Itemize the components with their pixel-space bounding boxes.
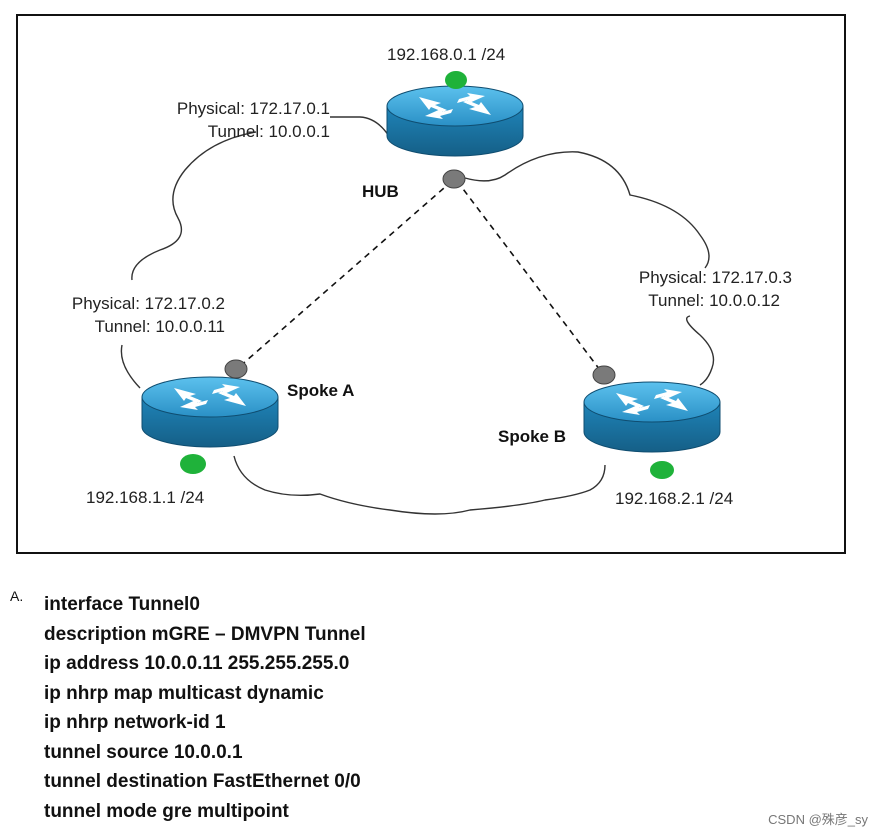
spoke-a-lan-dot [180,454,206,474]
config-line: tunnel destination FastEthernet 0/0 [44,771,361,792]
tunnel-links [237,180,604,375]
spoke-a-name-label: Spoke A [287,381,355,400]
watermark: CSDN @殊彦_sy [768,812,868,827]
config-line: tunnel source 10.0.0.1 [44,741,243,763]
config-line: description mGRE – DMVPN Tunnel [44,623,366,645]
spoke-a-tunnel-label: Tunnel: 10.0.0.11 [94,317,225,336]
spoke-b-tunnel-label: Tunnel: 10.0.0.12 [648,291,780,310]
spoke-a-physical-label: Physical: 172.17.0.2 [71,294,225,313]
config-line: ip nhrp map multicast dynamic [44,682,324,704]
hub-tunnel-dot [442,169,466,189]
spoke-a-tunnel-dot [224,359,248,379]
hub-tunnel-label: Tunnel: 10.0.0.1 [207,122,330,141]
hub-name-label: HUB [362,182,399,201]
spoke-b-physical-label: Physical: 172.17.0.3 [638,268,792,287]
config-listing: interface Tunnel0 description mGRE – DMV… [44,590,366,826]
hub-lan-dot [445,71,467,89]
config-line: ip address 10.0.0.11 255.255.255.0 [44,653,350,674]
spoke-b-tunnel-dot [592,365,616,385]
spoke-a-lan-label: 192.168.1.1 /24 [86,488,205,507]
spoke-a-router-icon [141,376,279,448]
spoke-b-lan-label: 192.168.2.1 /24 [615,489,734,508]
hub-lan-label: 192.168.0.1 /24 [387,45,506,64]
config-line: tunnel mode gre multipoint [44,800,289,822]
hub-router-icon [386,85,524,157]
config-line: ip nhrp network-id 1 [44,712,226,733]
spoke-b-lan-dot [650,461,674,479]
spoke-b-router-icon [583,381,721,453]
hub-physical-label: Physical: 172.17.0.1 [176,99,330,118]
option-letter: A. [10,588,24,604]
config-line: interface Tunnel0 [44,594,200,615]
spoke-b-name-label: Spoke B [498,427,567,446]
dmvpn-topology [120,71,721,515]
